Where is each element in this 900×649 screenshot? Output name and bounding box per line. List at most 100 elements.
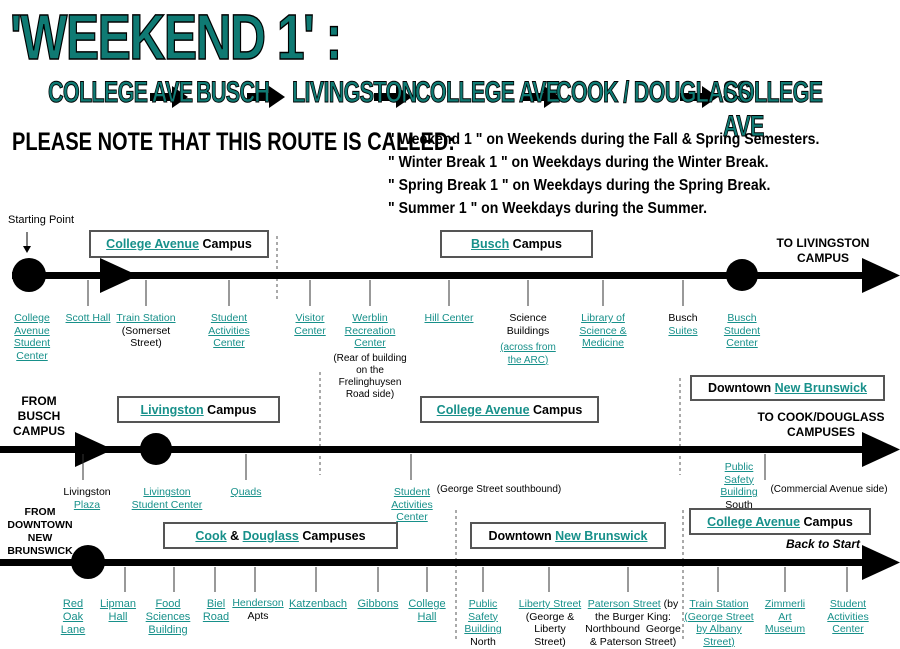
downtown-word: Downtown bbox=[488, 528, 556, 543]
box-cook-douglass-campuses: Cook & Douglass Campuses bbox=[163, 522, 398, 549]
campus-word: Campus bbox=[203, 402, 257, 417]
stop-visitor-center[interactable]: Visitor Center bbox=[294, 312, 326, 337]
stop-livingston-plaza: Livingston Plaza bbox=[54, 486, 120, 511]
college-avenue-link[interactable]: College Avenue bbox=[106, 237, 200, 251]
liberty-street-link[interactable]: Liberty Street bbox=[518, 598, 582, 610]
stop-student-activities-center-3[interactable]: Student Activities Center bbox=[827, 598, 869, 635]
route-stop-4: COLLEGE AVE bbox=[415, 76, 561, 110]
campus-word: Campus bbox=[199, 237, 252, 251]
route-stop-2: BUSCH bbox=[196, 76, 271, 110]
werblin-note: (Rear of building on the Frelinghuysen R… bbox=[333, 353, 407, 400]
stop-science-buildings: Science Buildings bbox=[506, 312, 550, 337]
campus-separators bbox=[276, 236, 684, 640]
stop-quads[interactable]: Quads bbox=[230, 486, 262, 498]
stop-college-ave-student-center[interactable]: College Avenue Student Center bbox=[13, 312, 51, 362]
stop-livingston-student-center[interactable]: Livingston Student Center bbox=[131, 486, 203, 511]
route-sequence: COLLEGE AVE BUSCH LIVINGSTON COLLEGE AVE… bbox=[48, 76, 900, 144]
livingston-plaza-plain: Livingston bbox=[63, 486, 111, 498]
livingston-link[interactable]: Livingston bbox=[140, 402, 204, 417]
stop-hill-center[interactable]: Hill Center bbox=[424, 312, 474, 324]
back-to-start-label: Back to Start bbox=[786, 537, 861, 551]
row1-ticks bbox=[87, 280, 684, 306]
campus-word: Campus bbox=[529, 402, 583, 417]
row3-ticks bbox=[124, 567, 848, 592]
stop-zimmerli-art-museum[interactable]: Zimmerli Art Museum bbox=[764, 598, 806, 635]
route-stop-5: COOK / DOUGLASS bbox=[556, 76, 752, 110]
note-heading: PLEASE NOTE THAT THIS ROUTE IS CALLED: bbox=[12, 128, 455, 156]
stop-katzenbach[interactable]: Katzenbach bbox=[288, 598, 348, 610]
stop-liberty-street: Liberty Street (George & Liberty Street) bbox=[514, 598, 586, 648]
douglass-link[interactable]: Douglass bbox=[242, 528, 299, 543]
stop-student-activities-center-2[interactable]: Student Activities Center bbox=[391, 486, 433, 523]
from-busch-label: FROM BUSCH CAMPUS bbox=[12, 394, 65, 438]
box-downtown-new-brunswick-2: Downtown New Brunswick bbox=[470, 522, 666, 549]
train-station-link[interactable]: Train Station bbox=[116, 312, 176, 324]
from-downtown-label: FROM DOWNTOWN NEW BRUNSWICK bbox=[7, 506, 73, 557]
paterson-street-link[interactable]: Paterson Street bbox=[587, 598, 661, 610]
to-livingston-label: TO LIVINGSTON CAMPUS bbox=[776, 236, 870, 265]
note-2: " Winter Break 1 " on Weekdays during th… bbox=[388, 154, 769, 171]
stop-biel-road[interactable]: Biel Road bbox=[202, 598, 230, 623]
campus-word: Campus bbox=[800, 514, 853, 529]
stop-student-activities-center[interactable]: Student Activities Center bbox=[208, 312, 250, 349]
commercial-ave-note: (Commercial Avenue side) bbox=[770, 484, 888, 495]
box-busch-campus: Busch Campus bbox=[440, 230, 593, 258]
stop-lipman-hall[interactable]: Lipman Hall bbox=[99, 598, 137, 623]
campus-word: Campus bbox=[509, 237, 562, 251]
henderson-apts-label: Apts bbox=[247, 609, 269, 622]
row1-line bbox=[12, 232, 900, 293]
box-college-avenue-campus-3: College Avenue Campus bbox=[689, 508, 871, 535]
cook-link[interactable]: Cook bbox=[195, 528, 227, 543]
stop-werblin-recreation-center[interactable]: Werblin Recreation Center bbox=[344, 312, 396, 349]
stop-public-safety-south: Public Safety Building South bbox=[714, 461, 764, 511]
stop-paterson-street: Paterson Street (by the Burger King: Nor… bbox=[584, 598, 682, 648]
starting-point-label: Starting Point bbox=[8, 214, 75, 226]
science-buildings-note[interactable]: (across from the ARC) bbox=[500, 342, 556, 366]
stop-red-oak-lane[interactable]: Red Oak Lane bbox=[60, 598, 86, 636]
downtown-word: Downtown bbox=[707, 381, 775, 395]
stop-train-station-albany[interactable]: Train Station (George Street by Albany S… bbox=[684, 598, 754, 648]
stop-train-station: Train Station (Somerset Street) bbox=[108, 312, 184, 350]
note-3: " Spring Break 1 " on Weekdays during th… bbox=[388, 177, 771, 194]
campuses-word: Campuses bbox=[298, 528, 366, 543]
route-stop-3: LIVINGSTON bbox=[292, 76, 418, 110]
box-livingston-campus: Livingston Campus bbox=[117, 396, 280, 423]
college-avenue-link-3[interactable]: College Avenue bbox=[707, 514, 801, 529]
route-stop-1: COLLEGE AVE bbox=[48, 76, 194, 110]
note-1: " Weekend 1 " on Weekends during the Fal… bbox=[388, 131, 820, 148]
row2-line bbox=[0, 432, 900, 467]
row2-ticks bbox=[82, 454, 766, 480]
stop-gibbons[interactable]: Gibbons bbox=[357, 598, 399, 610]
public-safety-link[interactable]: Public Safety Building bbox=[720, 461, 758, 498]
stop-public-safety-north: Public Safety Building North bbox=[460, 598, 506, 648]
page-title: 'WEEKEND 1' : bbox=[9, 1, 342, 73]
box-downtown-new-brunswick-1: Downtown New Brunswick bbox=[690, 375, 885, 401]
george-street-note: (George Street southbound) bbox=[436, 484, 562, 495]
stop-library-of-science-medicine[interactable]: Library of Science & Medicine bbox=[579, 312, 627, 349]
new-brunswick-link-2[interactable]: New Brunswick bbox=[555, 528, 648, 543]
stop-busch-student-center[interactable]: Busch Student Center bbox=[723, 312, 761, 349]
stop-scott-hall[interactable]: Scott Hall bbox=[65, 312, 111, 324]
college-avenue-link-2[interactable]: College Avenue bbox=[436, 402, 530, 417]
stop-food-sciences-building[interactable]: Food Sciences Building bbox=[145, 598, 191, 636]
stop-college-hall[interactable]: College Hall bbox=[408, 598, 446, 623]
route-stop-6: COLLEGE AVE bbox=[723, 76, 824, 144]
ampersand: & bbox=[226, 528, 243, 543]
public-safety-north-label: North bbox=[470, 635, 496, 648]
busch-link[interactable]: Busch bbox=[471, 237, 510, 251]
paterson-street-note: (by the Burger King: Northbound George &… bbox=[585, 598, 681, 648]
new-brunswick-link[interactable]: New Brunswick bbox=[774, 381, 868, 395]
henderson-link[interactable]: Henderson bbox=[232, 597, 284, 609]
stop-henderson-apts: Henderson Apts bbox=[230, 597, 286, 622]
busch-suites-plain: Busch bbox=[668, 312, 698, 324]
box-college-avenue-campus: College Avenue Campus bbox=[89, 230, 269, 258]
liberty-street-note: (George & Liberty Street) bbox=[525, 610, 575, 648]
stop-busch-suites: Busch Suites bbox=[656, 312, 710, 337]
header-arrows bbox=[150, 86, 718, 108]
livingston-plaza-link[interactable]: Plaza bbox=[73, 498, 101, 511]
note-4: " Summer 1 " on Weekdays during the Summ… bbox=[388, 200, 708, 217]
busch-suites-link[interactable]: Suites bbox=[668, 324, 698, 337]
public-safety-south-label: South bbox=[725, 498, 753, 511]
train-station-note: (Somerset Street) bbox=[121, 324, 171, 350]
public-safety-link-2[interactable]: Public Safety Building bbox=[464, 598, 502, 635]
